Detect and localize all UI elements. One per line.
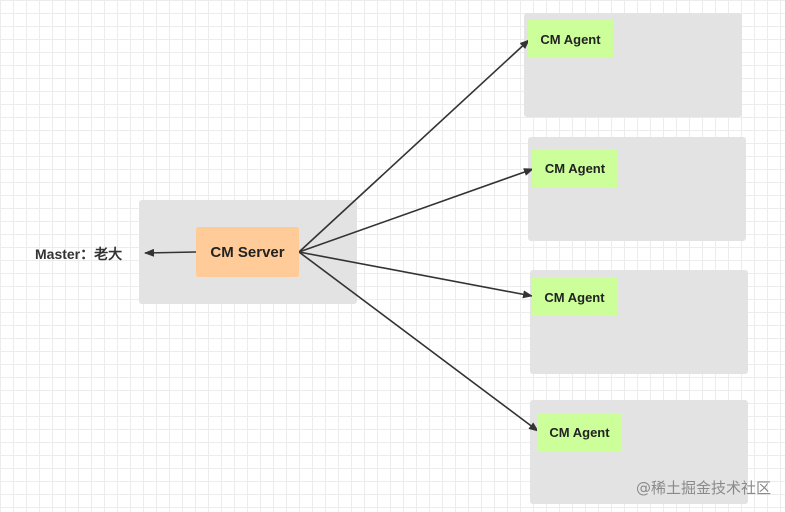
arrow-to-agent-3 xyxy=(298,251,533,299)
watermark: @稀土掘金技术社区 xyxy=(635,479,771,497)
cm-agent-node-2: CM Agent xyxy=(532,149,618,187)
cm-agent-node-1: CM Agent xyxy=(528,20,613,58)
arrow-to-agent-1 xyxy=(298,39,530,253)
cm-agent-node-3: CM Agent xyxy=(532,278,617,316)
master-label: Master：老大 xyxy=(35,246,123,262)
cm-server-node: CM Server xyxy=(196,227,299,277)
arrow-to-master xyxy=(144,248,197,257)
cm-agent-node-4: CM Agent xyxy=(537,413,622,451)
arrow-to-agent-4 xyxy=(298,251,539,432)
arrow-to-agent-2 xyxy=(298,168,534,253)
